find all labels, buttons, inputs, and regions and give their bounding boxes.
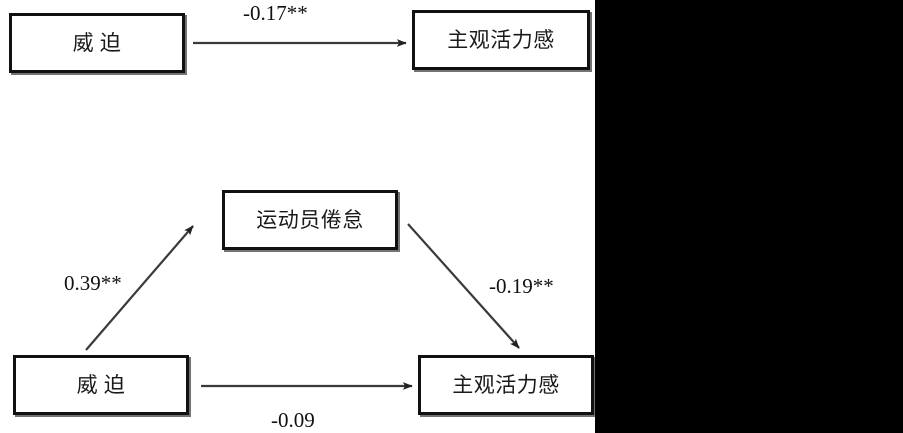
node-subjective-vitality-bottom[interactable]: 主观活力感	[418, 355, 594, 415]
diagram-paper: 威 迫 主观活力感 -0.17** 运动员倦怠 威 迫 主观活力感 0.39**…	[0, 0, 595, 433]
coefficient-burnout-to-vitality: -0.19**	[489, 274, 554, 298]
node-coercion-bottom[interactable]: 威 迫	[13, 355, 189, 415]
occluded-black-region	[595, 0, 903, 433]
coefficient-coercion-to-vitality-direct: -0.17**	[243, 1, 308, 25]
node-athlete-burnout[interactable]: 运动员倦怠	[222, 190, 398, 250]
node-label-coercion-bottom: 威 迫	[76, 372, 126, 397]
coefficient-coercion-to-vitality-mediated: -0.09	[271, 408, 315, 432]
node-subjective-vitality-top[interactable]: 主观活力感	[412, 10, 590, 70]
node-label-subjective-vitality-top: 主观活力感	[447, 27, 555, 52]
node-label-subjective-vitality-bottom: 主观活力感	[452, 372, 560, 397]
coefficient-coercion-to-burnout: 0.39**	[64, 271, 122, 295]
node-label-athlete-burnout: 运动员倦怠	[256, 207, 364, 232]
node-coercion-top[interactable]: 威 迫	[9, 13, 185, 73]
node-label-coercion-top: 威 迫	[72, 30, 122, 55]
